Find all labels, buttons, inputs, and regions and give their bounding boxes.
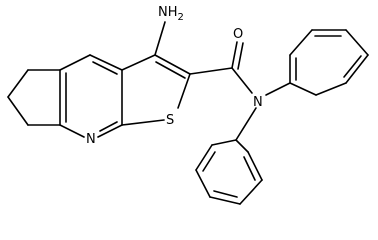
atom-labels: NH2 O N N S [86,5,263,147]
bond [289,82,317,96]
bond [239,179,263,205]
bond [247,151,263,181]
bond [121,54,156,71]
bond [202,151,216,172]
bond [243,156,256,181]
carbonyl-oxygen-label: O [233,27,243,42]
bond [154,54,191,75]
bond [231,67,253,94]
bond [235,107,257,141]
bond-lines [7,21,369,205]
amide-nitrogen-label: N [253,95,263,110]
bond [211,139,237,146]
structure-svg: NH2 O N N S [7,5,369,205]
bond [121,119,165,126]
bond [59,54,91,71]
molecule-diagram: NH2 O N N S [7,5,369,205]
bond [195,169,211,198]
bond [213,190,238,198]
bond [315,82,347,96]
bond [177,73,191,109]
bond [231,41,238,69]
bond [235,139,249,153]
bond [89,54,123,71]
thiophene-sulfur-label: S [166,113,174,128]
bond [59,124,85,138]
bond [99,121,118,132]
bond [97,124,123,138]
bond [154,21,166,56]
bond [345,29,369,56]
bond [265,82,291,96]
bond [343,55,362,78]
pyridine-nitrogen-label: N [86,132,96,147]
bond [209,196,241,205]
bond [189,67,233,75]
bond [7,69,29,98]
bond [289,29,313,56]
bond [155,61,186,79]
bond [345,54,369,84]
bond [92,61,118,75]
bond [237,42,244,70]
bond [7,96,29,126]
amine-label: NH2 [158,5,184,23]
bond [195,144,213,171]
